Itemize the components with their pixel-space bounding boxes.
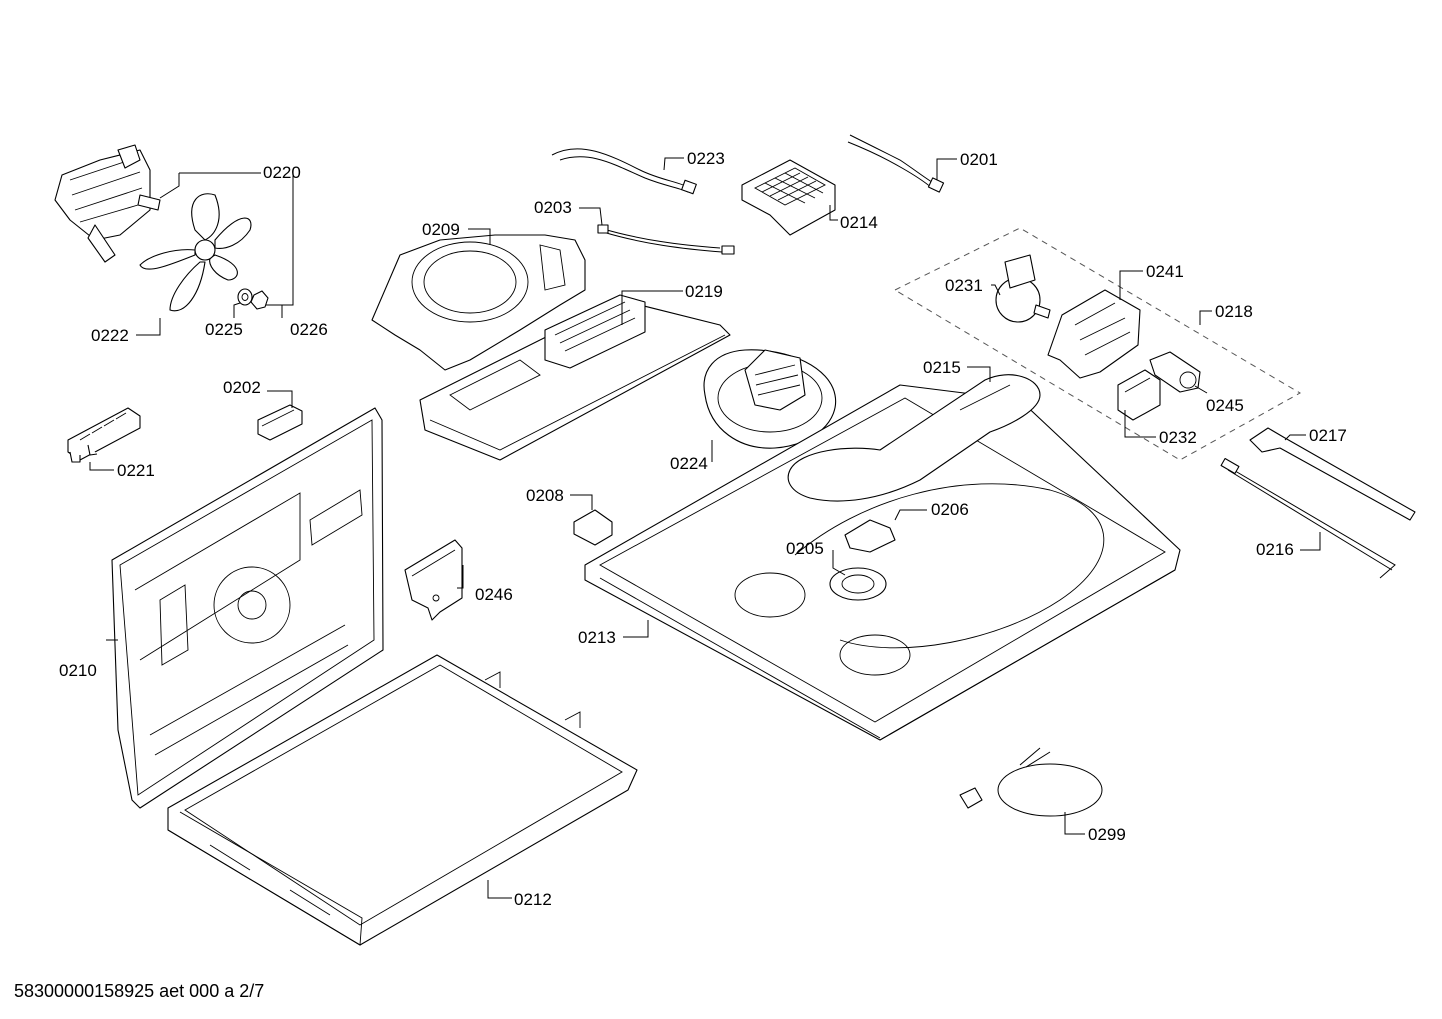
label-0216: 0216: [1256, 540, 1294, 559]
fan-wheel-part: [139, 193, 252, 312]
rod-0216-part: [1220, 457, 1396, 579]
fan-housing-part: [371, 234, 586, 371]
cable-harness-0201: [847, 134, 945, 193]
part-labels: 0220 0222 0225 0226 0221 0202 0203 0209 …: [59, 149, 1347, 909]
heater-grid-part: [741, 159, 836, 236]
label-0218: 0218: [1215, 302, 1253, 321]
terminal-block-part: [67, 407, 141, 463]
rod-0217-part: [1249, 427, 1416, 521]
nut-part: [250, 290, 269, 310]
document-footer-id: 58300000158925 aet 000 a 2/7: [14, 981, 265, 1001]
label-0208: 0208: [526, 486, 564, 505]
small-connector-part: [257, 404, 303, 441]
label-0219: 0219: [685, 282, 723, 301]
rear-panel-part: [111, 407, 384, 809]
clip-0208-part: [573, 509, 613, 546]
label-0202: 0202: [223, 378, 261, 397]
cable-harness-0223: [551, 148, 697, 195]
label-0246: 0246: [475, 585, 513, 604]
label-0212: 0212: [514, 890, 552, 909]
washer-part: [237, 288, 253, 306]
leader-lines: [89, 157, 1321, 899]
label-0210: 0210: [59, 661, 97, 680]
plate-0215-part: [787, 374, 1041, 502]
label-0221: 0221: [117, 461, 155, 480]
motor-0231-part: [995, 254, 1051, 323]
fan-motor-part: [54, 144, 161, 263]
base-plate-part: [584, 384, 1181, 741]
bracket-0206-part: [844, 519, 896, 553]
label-0232: 0232: [1159, 428, 1197, 447]
label-0241: 0241: [1146, 262, 1184, 281]
bottom-tray-part: [167, 654, 638, 946]
label-0209: 0209: [422, 220, 460, 239]
bracket-part: [404, 539, 463, 621]
label-0225: 0225: [205, 320, 243, 339]
subassembly-outline: [893, 227, 1302, 461]
label-0245: 0245: [1206, 396, 1244, 415]
label-0224: 0224: [670, 454, 708, 473]
label-0226: 0226: [290, 320, 328, 339]
label-0206: 0206: [931, 500, 969, 519]
label-0217: 0217: [1309, 426, 1347, 445]
label-0220: 0220: [263, 163, 301, 182]
label-0201: 0201: [960, 150, 998, 169]
label-0222: 0222: [91, 326, 129, 345]
label-0214: 0214: [840, 213, 878, 232]
ring-0205-part: [829, 567, 887, 601]
blower-part: [703, 349, 837, 449]
control-board-part: [419, 294, 731, 461]
power-cord-part: [959, 747, 1103, 817]
label-0205: 0205: [786, 539, 824, 558]
label-0223: 0223: [687, 149, 725, 168]
connector-0232-part: [1117, 369, 1161, 421]
label-0231: 0231: [945, 276, 983, 295]
label-0203: 0203: [534, 198, 572, 217]
label-0299: 0299: [1088, 825, 1126, 844]
label-0215: 0215: [923, 358, 961, 377]
switch-0241-part: [1047, 289, 1141, 379]
label-0213: 0213: [578, 628, 616, 647]
cable-harness-0203: [597, 224, 735, 255]
